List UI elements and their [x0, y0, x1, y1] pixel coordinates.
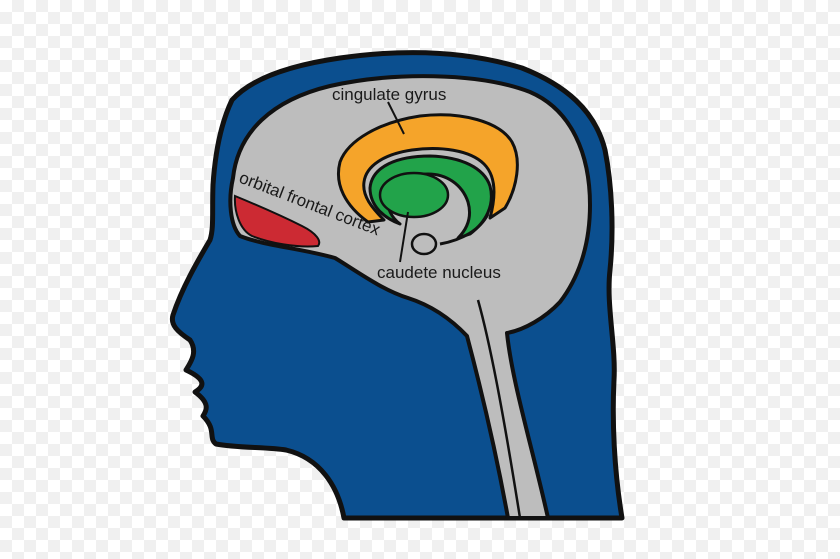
orbital-frontal-cortex-region [233, 194, 321, 248]
caudate-leader-line [399, 211, 409, 263]
caudate-tail [439, 213, 490, 246]
amygdala-bulb [410, 232, 438, 256]
caudate-head [378, 171, 450, 219]
cingulate-gyrus-label: cingulate gyrus [332, 85, 446, 104]
caudate-nucleus-label: caudete nucleus [377, 263, 501, 282]
cingulate-leader-line [387, 101, 405, 135]
brainstem-line [476, 299, 522, 519]
cingulate-gyrus-region [337, 113, 519, 224]
